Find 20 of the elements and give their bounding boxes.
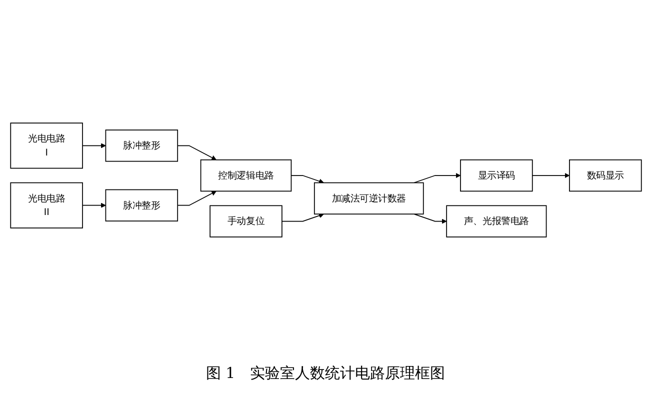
node-box: 脉冲整形 [104, 130, 178, 162]
arrow [82, 202, 106, 208]
arrow [290, 175, 324, 184]
figure-caption: 图 1 实验室人数统计电路原理框图 [206, 364, 446, 383]
arrow [82, 143, 106, 148]
node-box: 控制逻辑电路 [200, 159, 292, 192]
node-box: 光电电路 I [10, 122, 82, 169]
arrow [413, 214, 446, 224]
arrow [531, 172, 570, 178]
node-box: 数码显示 [568, 159, 642, 192]
node-box: 脉冲整形 [104, 189, 178, 222]
node-box: 显示译码 [460, 159, 532, 192]
node-box: 光电电路 II [10, 182, 82, 228]
arrow [281, 213, 324, 222]
node-box: 手动复位 [209, 205, 282, 238]
node-box: 加减法可逆计数器 [313, 182, 424, 214]
arrow [413, 172, 460, 184]
arrow [176, 190, 216, 206]
node-box: 声、光报警电路 [446, 205, 546, 238]
arrow [176, 145, 216, 160]
